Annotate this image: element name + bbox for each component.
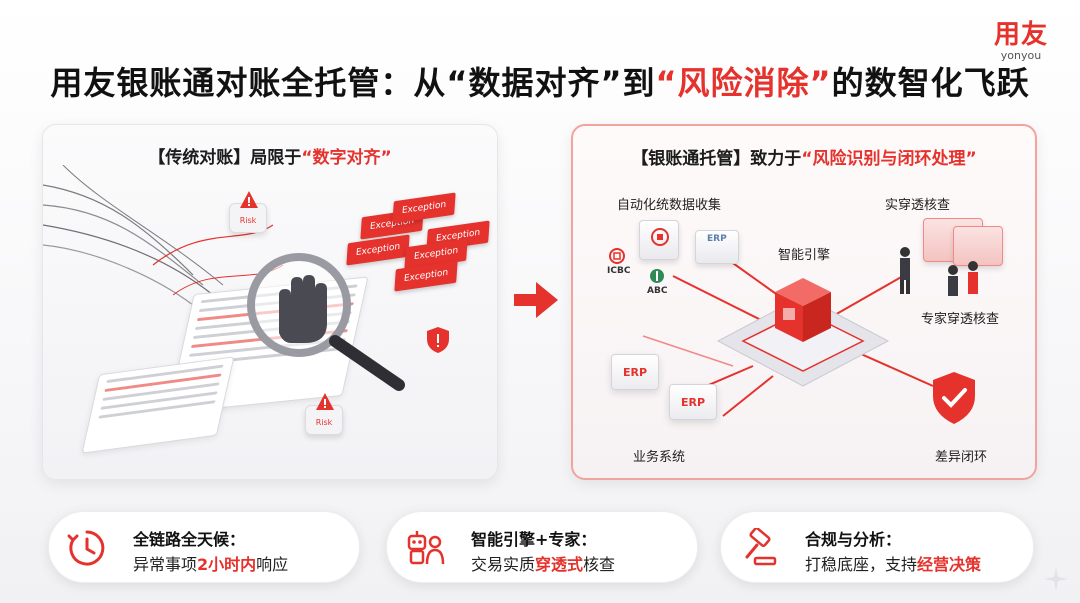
- right-panel-title-highlight: “风险识别与闭环处理”: [801, 149, 977, 169]
- card-title: 全链路全天候：: [133, 530, 246, 549]
- warning-icon: [240, 191, 258, 208]
- gavel-icon: [745, 528, 777, 566]
- title-quote-1: “数据对齐”: [446, 64, 623, 102]
- warning-icon: [316, 393, 334, 410]
- risk-tag-label: Risk: [239, 216, 257, 225]
- traditional-reconciliation-panel: 【传统对账】局限于“数字对齐” Exception Exception Exce…: [42, 124, 498, 480]
- left-panel-title-prefix: 【传统对账】局限于: [148, 148, 302, 168]
- business-label: 业务系统: [633, 450, 686, 465]
- robot-expert-icon: [407, 531, 445, 565]
- risk-tag: Risk: [229, 191, 267, 233]
- auto-collect-label: 自动化统数据收集: [617, 198, 722, 213]
- card-title: 合规与分析：: [805, 530, 902, 549]
- tangled-wires-illustration: [43, 165, 284, 306]
- transition-arrow-icon: [514, 282, 558, 318]
- engine-label: 智能引擎: [778, 248, 831, 263]
- managed-reconciliation-panel: 【银账通托管】致力于“风险识别与闭环处理” 智能引擎 自动化统数据收集 ERP …: [571, 124, 1037, 480]
- erp-block: ERP: [611, 354, 659, 390]
- right-panel-title: 【银账通托管】致力于“风险识别与闭环处理”: [573, 144, 1035, 169]
- monitor-screen: [953, 226, 1003, 266]
- expert-label: 专家穿透核查: [921, 312, 1000, 327]
- smart-engine-cube-icon: [775, 278, 831, 342]
- icbc-logo-icon: [609, 248, 625, 264]
- card-text: 打稳底座，支持经营决策: [805, 555, 982, 574]
- title-quote-2: “风险消除”: [655, 64, 832, 102]
- brand-logo: 用友 yonyou: [986, 14, 1056, 62]
- right-panel-title-prefix: 【银账通托管】致力于: [631, 149, 802, 169]
- sparkle-icon: [1044, 567, 1068, 591]
- abc-label: ABC: [647, 286, 668, 296]
- title-suffix: 的数智化飞跃: [831, 64, 1030, 102]
- icbc-label: ICBC: [607, 266, 631, 276]
- penetration-label: 实穿透核查: [885, 198, 951, 213]
- risk-tag: Risk: [305, 393, 343, 435]
- feature-card-allday: 全链路全天候： 异常事项2小时内响应: [48, 511, 360, 583]
- clock-icon: [67, 530, 105, 566]
- card-text: 交易实质穿透式核查: [471, 555, 616, 574]
- feature-card-compliance: 合规与分析： 打稳底座，支持经营决策: [720, 511, 1034, 583]
- risk-tag-label: Risk: [315, 418, 333, 427]
- erp-block: ERP: [669, 384, 717, 420]
- diff-close-label: 差异闭环: [935, 450, 988, 465]
- document-stack-bottom: [81, 356, 235, 454]
- title-prefix: 用友银账通对账全托管：从: [50, 64, 447, 102]
- exception-tag: Exception: [392, 192, 456, 224]
- feature-card-engine-expert: 智能引擎+专家： 交易实质穿透式核查: [386, 511, 698, 583]
- erp-mini-label: ERP: [707, 234, 727, 244]
- left-panel-title-highlight: “数字对齐”: [301, 148, 392, 168]
- magnifier-stop-hand-icon: [247, 253, 405, 391]
- left-panel-title: 【传统对账】局限于“数字对齐”: [43, 143, 497, 168]
- shield-alert-icon: [427, 327, 449, 353]
- brand-logo-text: 用友: [993, 20, 1048, 50]
- shield-check-icon: [933, 372, 975, 424]
- erp-server-block: [695, 230, 739, 264]
- card-title: 智能引擎+专家：: [471, 530, 597, 549]
- title-middle: 到: [622, 64, 656, 102]
- people-icon: [900, 247, 978, 296]
- brand-sub-text: yonyou: [1000, 49, 1042, 62]
- page-title: 用友银账通对账全托管：从“数据对齐”到“风险消除”的数智化飞跃: [0, 58, 1080, 104]
- bank-icon: [651, 228, 669, 246]
- abc-logo-icon: [650, 269, 664, 283]
- card-text: 异常事项2小时内响应: [133, 555, 289, 574]
